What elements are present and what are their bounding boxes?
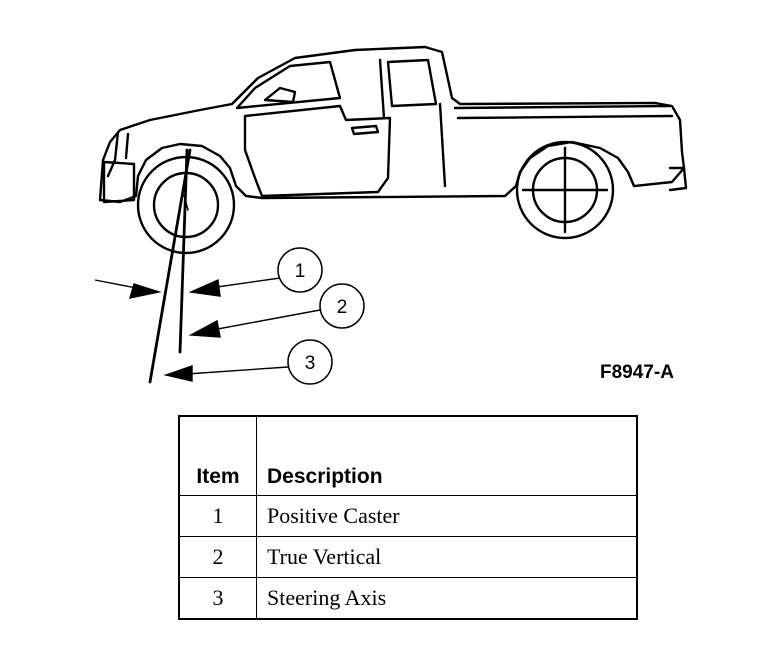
legend-header-row: Item Description bbox=[178, 415, 638, 496]
callout-2-number: 2 bbox=[337, 297, 348, 318]
truck-body-outline bbox=[98, 45, 686, 204]
steering-axis-line bbox=[148, 148, 192, 384]
legend-description-cell: Steering Axis bbox=[256, 577, 638, 620]
callout-1-number: 1 bbox=[295, 261, 306, 282]
callout-circles bbox=[277, 247, 365, 385]
true-vertical-line bbox=[178, 148, 189, 354]
rear-wheel bbox=[515, 140, 615, 240]
front-bumper bbox=[102, 160, 136, 204]
callout-3-arrow-head bbox=[163, 365, 193, 382]
legend-item-cell: 3 bbox=[178, 577, 257, 620]
legend-description-cell: True Vertical bbox=[256, 536, 638, 578]
axis-lines bbox=[148, 148, 192, 384]
legend-table: Item Description 1 Positive Caster 2 Tru… bbox=[178, 415, 638, 620]
table-row: 3 Steering Axis bbox=[178, 577, 638, 620]
callout-2-arrow-head bbox=[188, 319, 221, 338]
table-row: 1 Positive Caster bbox=[178, 495, 638, 537]
table-row: 2 True Vertical bbox=[178, 536, 638, 578]
front-door bbox=[243, 104, 392, 198]
legend-item-cell: 2 bbox=[178, 536, 257, 578]
figure-code: F8947-A bbox=[600, 362, 674, 383]
legend-item-cell: 1 bbox=[178, 495, 257, 537]
legend-description-cell: Positive Caster bbox=[256, 495, 638, 537]
callout-2-circle bbox=[319, 283, 365, 329]
callout-1-circle bbox=[277, 247, 323, 293]
cab-window bbox=[235, 60, 342, 110]
pickup-truck-illustration bbox=[98, 45, 688, 255]
legend-header-item: Item bbox=[178, 415, 257, 496]
callout-1-arrow-head bbox=[188, 278, 221, 297]
leader-arrows bbox=[94, 277, 321, 382]
left-arrow-head bbox=[129, 283, 162, 299]
legend-header-description: Description bbox=[256, 415, 638, 496]
callout-3-circle bbox=[287, 339, 333, 385]
callout-3-number: 3 bbox=[305, 353, 316, 374]
rear-cab-window bbox=[386, 58, 438, 108]
